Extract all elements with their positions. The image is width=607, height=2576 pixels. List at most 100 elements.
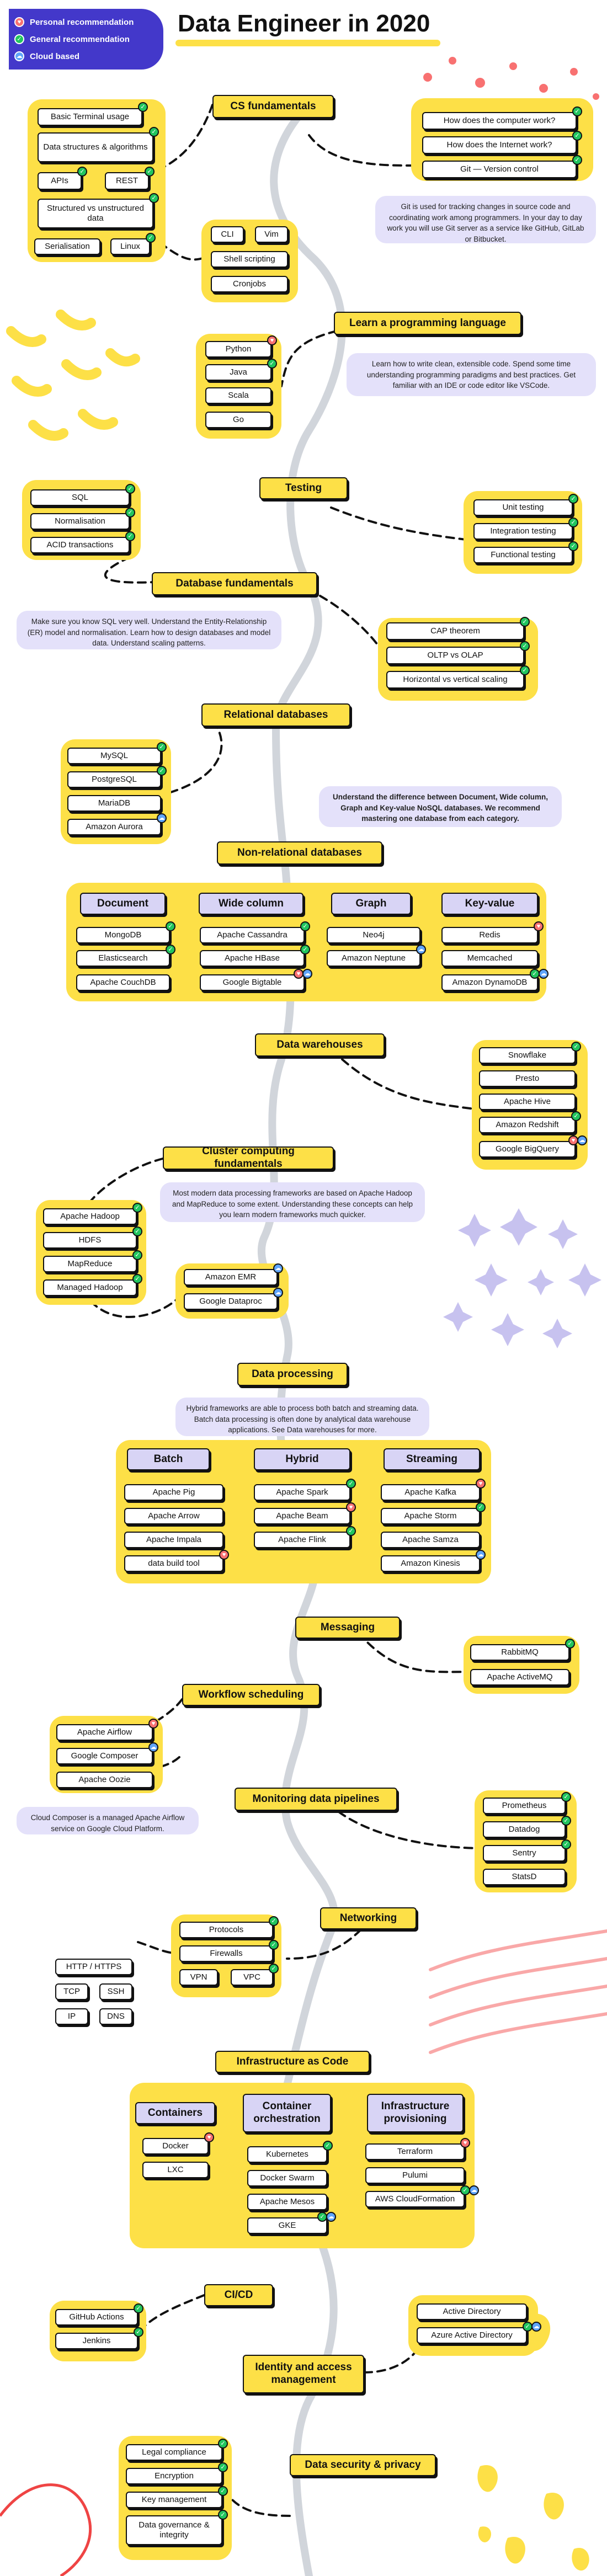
node-composer[interactable]: Google Composer bbox=[56, 1748, 153, 1764]
node-scala[interactable]: Scala bbox=[205, 387, 271, 404]
node-kubernetes[interactable]: Kubernetes bbox=[247, 2146, 327, 2163]
node-ip[interactable]: IP bbox=[55, 2008, 88, 2025]
node-memcached[interactable]: Memcached bbox=[441, 950, 538, 967]
node-neptune[interactable]: Amazon Neptune bbox=[327, 950, 420, 967]
node-elasticsearch[interactable]: Elasticsearch bbox=[76, 950, 170, 967]
node-how-computer[interactable]: How does the computer work? bbox=[422, 112, 577, 130]
node-data-governance[interactable]: Data governance & integrity bbox=[126, 2515, 222, 2545]
node-kinesis[interactable]: Amazon Kinesis bbox=[381, 1555, 480, 1572]
node-structured-data[interactable]: Structured vs unstructured data bbox=[38, 199, 153, 228]
node-legal-compliance[interactable]: Legal compliance bbox=[126, 2444, 222, 2461]
node-neo4j[interactable]: Neo4j bbox=[327, 927, 420, 943]
node-http[interactable]: HTTP / HTTPS bbox=[55, 1959, 132, 1975]
node-linux[interactable]: Linux bbox=[110, 238, 150, 255]
node-key-management[interactable]: Key management bbox=[126, 2492, 222, 2508]
category-provisioning[interactable]: Infrastructure provisioning bbox=[367, 2094, 464, 2132]
node-scaling[interactable]: Horizontal vs vertical scaling bbox=[386, 671, 524, 689]
node-managed-hadoop[interactable]: Managed Hadoop bbox=[43, 1279, 137, 1296]
node-github-actions[interactable]: GitHub Actions bbox=[55, 2309, 138, 2326]
node-samza[interactable]: Apache Samza bbox=[381, 1532, 480, 1548]
node-mysql[interactable]: MySQL bbox=[67, 748, 161, 764]
node-kafka[interactable]: Apache Kafka bbox=[381, 1484, 480, 1501]
node-docker-swarm[interactable]: Docker Swarm bbox=[247, 2170, 327, 2186]
node-basic-terminal[interactable]: Basic Terminal usage bbox=[38, 108, 142, 126]
node-apis[interactable]: APIs bbox=[38, 172, 82, 190]
category-orchestration[interactable]: Container orchestration bbox=[243, 2094, 331, 2132]
node-redshift[interactable]: Amazon Redshift bbox=[479, 1117, 576, 1133]
node-sql[interactable]: SQL bbox=[30, 489, 130, 506]
node-flink[interactable]: Apache Flink bbox=[254, 1532, 350, 1548]
node-dns[interactable]: DNS bbox=[99, 2008, 132, 2025]
node-mapreduce[interactable]: MapReduce bbox=[43, 1256, 137, 1272]
node-mongodb[interactable]: MongoDB bbox=[76, 927, 170, 943]
node-beam[interactable]: Apache Beam bbox=[254, 1508, 350, 1524]
node-shell-scripting[interactable]: Shell scripting bbox=[211, 251, 288, 268]
section-workflow-scheduling[interactable]: Workflow scheduling bbox=[182, 1684, 320, 1706]
node-presto[interactable]: Presto bbox=[479, 1070, 576, 1087]
category-graph[interactable]: Graph bbox=[331, 893, 411, 915]
node-activemq[interactable]: Apache ActiveMQ bbox=[470, 1669, 569, 1686]
node-cassandra[interactable]: Apache Cassandra bbox=[200, 927, 305, 943]
node-data-structures[interactable]: Data structures & algorithms bbox=[38, 132, 153, 162]
node-rabbitmq[interactable]: RabbitMQ bbox=[470, 1644, 569, 1661]
node-oozie[interactable]: Apache Oozie bbox=[56, 1772, 153, 1788]
node-vpn[interactable]: VPN bbox=[179, 1969, 218, 1986]
node-azure-ad[interactable]: Azure Active Directory bbox=[417, 2327, 527, 2344]
node-sentry[interactable]: Sentry bbox=[483, 1845, 566, 1862]
category-batch[interactable]: Batch bbox=[127, 1448, 210, 1470]
node-dbt[interactable]: data build tool bbox=[124, 1555, 223, 1572]
node-spark[interactable]: Apache Spark bbox=[254, 1484, 350, 1501]
node-python[interactable]: Python bbox=[205, 341, 271, 358]
node-aurora[interactable]: Amazon Aurora bbox=[67, 819, 161, 835]
section-programming-language[interactable]: Learn a programming language bbox=[334, 312, 521, 335]
node-rest[interactable]: REST bbox=[105, 172, 149, 190]
node-bigtable[interactable]: Google Bigtable bbox=[200, 974, 305, 991]
section-messaging[interactable]: Messaging bbox=[295, 1617, 400, 1639]
node-prometheus[interactable]: Prometheus bbox=[483, 1798, 566, 1814]
section-cicd[interactable]: CI/CD bbox=[204, 2284, 273, 2306]
node-airflow[interactable]: Apache Airflow bbox=[56, 1724, 153, 1741]
node-functional-testing[interactable]: Functional testing bbox=[473, 547, 573, 563]
node-unit-testing[interactable]: Unit testing bbox=[473, 499, 573, 516]
node-ssh[interactable]: SSH bbox=[99, 1983, 132, 2000]
section-testing[interactable]: Testing bbox=[259, 477, 348, 499]
category-key-value[interactable]: Key-value bbox=[441, 893, 538, 915]
node-cloudformation[interactable]: AWS CloudFormation bbox=[365, 2191, 465, 2207]
node-emr[interactable]: Amazon EMR bbox=[184, 1269, 278, 1286]
node-go[interactable]: Go bbox=[205, 412, 271, 428]
category-hybrid[interactable]: Hybrid bbox=[254, 1448, 350, 1470]
node-couchdb[interactable]: Apache CouchDB bbox=[76, 974, 170, 991]
node-hbase[interactable]: Apache HBase bbox=[200, 950, 305, 967]
node-lxc[interactable]: LXC bbox=[142, 2162, 209, 2178]
category-wide-column[interactable]: Wide column bbox=[199, 893, 303, 915]
node-pig[interactable]: Apache Pig bbox=[124, 1484, 223, 1501]
node-hdfs[interactable]: HDFS bbox=[43, 1232, 137, 1249]
node-jenkins[interactable]: Jenkins bbox=[55, 2333, 138, 2349]
node-arrow[interactable]: Apache Arrow bbox=[124, 1508, 223, 1524]
node-hadoop[interactable]: Apache Hadoop bbox=[43, 1208, 137, 1225]
node-oltp-olap[interactable]: OLTP vs OLAP bbox=[386, 647, 524, 664]
node-docker[interactable]: Docker bbox=[142, 2138, 209, 2154]
section-data-processing[interactable]: Data processing bbox=[237, 1363, 348, 1386]
node-terraform[interactable]: Terraform bbox=[365, 2143, 465, 2160]
node-cli[interactable]: CLI bbox=[211, 226, 244, 243]
node-mariadb[interactable]: MariaDB bbox=[67, 795, 161, 812]
node-bigquery[interactable]: Google BigQuery bbox=[479, 1141, 576, 1158]
node-impala[interactable]: Apache Impala bbox=[124, 1532, 223, 1548]
node-firewalls[interactable]: Firewalls bbox=[179, 1945, 273, 1962]
section-cluster-computing[interactable]: Cluster computing fundamentals bbox=[163, 1145, 334, 1170]
section-networking[interactable]: Networking bbox=[320, 1907, 417, 1929]
category-document[interactable]: Document bbox=[80, 893, 166, 915]
node-pulumi[interactable]: Pulumi bbox=[365, 2167, 465, 2184]
section-data-warehouses[interactable]: Data warehouses bbox=[255, 1033, 385, 1057]
node-datadog[interactable]: Datadog bbox=[483, 1821, 566, 1838]
node-acid[interactable]: ACID transactions bbox=[30, 537, 130, 553]
node-vim[interactable]: Vim bbox=[255, 226, 288, 243]
section-non-relational-databases[interactable]: Non-relational databases bbox=[217, 841, 382, 865]
section-cs-fundamentals[interactable]: CS fundamentals bbox=[212, 95, 334, 118]
node-normalisation[interactable]: Normalisation bbox=[30, 513, 130, 530]
node-encryption[interactable]: Encryption bbox=[126, 2468, 222, 2484]
section-iac[interactable]: Infrastructure as Code bbox=[215, 2051, 370, 2073]
node-statsd[interactable]: StatsD bbox=[483, 1869, 566, 1885]
node-hive[interactable]: Apache Hive bbox=[479, 1094, 576, 1110]
